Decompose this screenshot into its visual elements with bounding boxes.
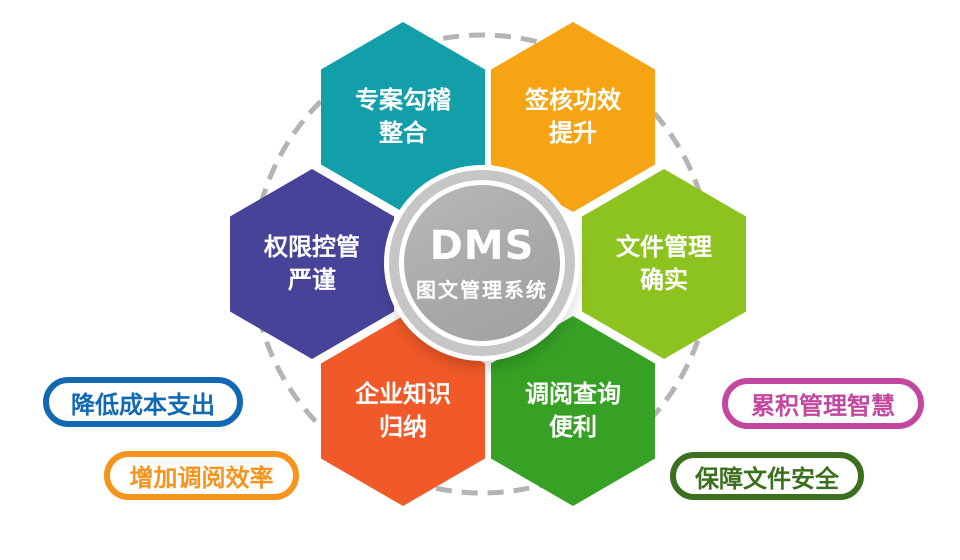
badge-label: 保障文件安全 (695, 464, 839, 493)
hexagon-label-line2: 确实 (640, 266, 688, 294)
badge-label: 增加调阅效率 (129, 464, 274, 492)
hexagon-label-line2: 便利 (549, 413, 597, 441)
badge-protect-file-security: 保障文件安全 (670, 452, 864, 500)
hexagon-label-line1: 权限控管 (264, 232, 360, 261)
hexagon-label-line2: 整合 (379, 119, 427, 147)
hexagon-label-line1: 专案勾稽 (355, 85, 451, 114)
badge-increase-retrieval-rate: 增加调阅效率 (104, 451, 299, 500)
center-circle-inner: DMS 图文管理系统 (399, 180, 565, 346)
hexagon-label-line2: 严谨 (288, 266, 336, 294)
center-title: DMS (429, 222, 535, 269)
badge-reduce-cost: 降低成本支出 (43, 377, 243, 427)
badge-label: 降低成本支出 (71, 390, 215, 419)
hexagon-label-line1: 签核功效 (525, 85, 621, 114)
hexagon-label-line1: 文件管理 (616, 232, 712, 261)
hexagon-label-line1: 企业知识 (355, 379, 451, 408)
badge-accumulate-wisdom: 累积管理智慧 (722, 378, 924, 429)
hexagon-label-line2: 归纳 (379, 413, 427, 441)
hexagon-label-line2: 提升 (549, 119, 597, 147)
hexagon-label-line1: 调阅查询 (525, 379, 621, 408)
center-circle: DMS 图文管理系统 (389, 170, 575, 356)
center-subtitle: 图文管理系统 (416, 277, 548, 302)
badge-label: 累积管理智慧 (751, 392, 895, 420)
